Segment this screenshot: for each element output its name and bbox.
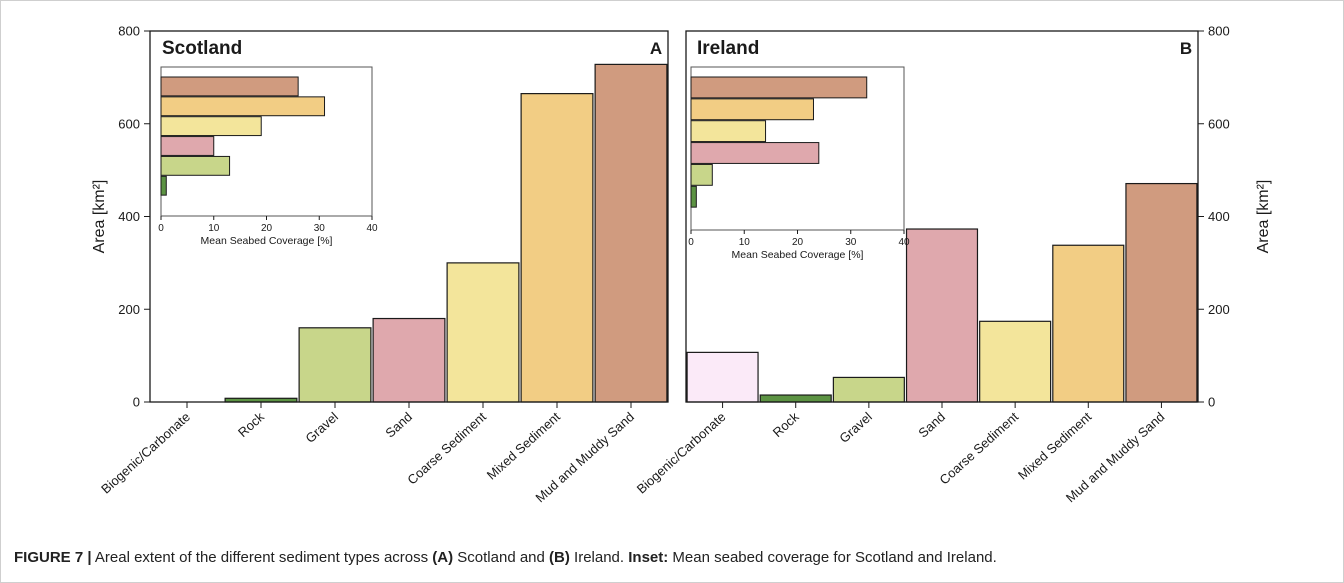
- panel-title: Scotland: [162, 38, 242, 59]
- x-tick-label-rock: Rock: [235, 409, 267, 440]
- inset-x-tick-label-30: 30: [845, 237, 857, 248]
- bar-mud-and-muddy-sand: [594, 63, 668, 403]
- x-tick-label-mixed-sediment: Mixed Sediment: [1015, 409, 1095, 483]
- caption-text-4: Mean seabed coverage for Scotland and Ir…: [668, 549, 997, 566]
- x-tick-label-rock: Rock: [770, 409, 802, 440]
- x-tick-label-mixed-sediment: Mixed Sediment: [484, 409, 564, 483]
- bar-biogenic-carbonate: [686, 351, 759, 403]
- caption-text-3: Ireland.: [569, 549, 629, 566]
- y-tick-label-200: 200: [118, 302, 140, 317]
- y-tick-label-800: 800: [118, 24, 140, 39]
- inset-bar-coarse-sediment: [160, 116, 262, 137]
- inset-bar-mud-and-muddy-sand: [160, 76, 299, 97]
- bar-sand: [905, 228, 979, 403]
- y-tick-label-200: 200: [1208, 302, 1230, 317]
- y-axis-label: Area [km²]: [91, 180, 108, 254]
- bar-rock: [759, 394, 832, 403]
- inset-x-tick-label-0: 0: [688, 237, 694, 248]
- inset-x-tick-label-20: 20: [792, 237, 804, 248]
- x-tick-label-biogenic-carbonate: Biogenic/Carbonate: [634, 409, 729, 497]
- inset-bar-rock: [160, 175, 167, 196]
- caption-panel-a: (A): [432, 549, 454, 566]
- inset-bar-mud-and-muddy-sand: [690, 76, 868, 99]
- inset-x-tick-label-10: 10: [208, 223, 220, 234]
- x-tick-label-coarse-sediment: Coarse Sediment: [936, 409, 1021, 488]
- caption-panel-b: (B): [549, 549, 570, 566]
- caption-label: FIGURE 7 |: [14, 549, 92, 566]
- inset-x-tick-label-40: 40: [898, 237, 910, 248]
- inset-x-tick-label-30: 30: [314, 223, 326, 234]
- inset-x-tick-label-20: 20: [261, 223, 273, 234]
- bar-coarse-sediment: [979, 320, 1052, 403]
- inset-bar-coarse-sediment: [690, 120, 767, 143]
- inset-bar-rock: [690, 185, 697, 208]
- caption-text-2: Scotland and: [453, 549, 550, 566]
- y-tick-label-600: 600: [118, 116, 140, 131]
- inset-bar-sand: [160, 136, 215, 156]
- bar-mud-and-muddy-sand: [1125, 182, 1198, 403]
- bar-coarse-sediment: [446, 262, 520, 403]
- x-tick-label-sand: Sand: [915, 409, 948, 440]
- y-tick-label-0: 0: [133, 395, 140, 410]
- bar-gravel: [298, 327, 372, 403]
- inset-x-tick-label-0: 0: [158, 223, 164, 234]
- bar-gravel: [832, 376, 905, 403]
- inset-bar-gravel: [690, 163, 713, 186]
- x-tick-label-gravel: Gravel: [836, 409, 875, 446]
- inset-bar-mixed-sediment: [690, 98, 814, 121]
- y-tick-label-400: 400: [118, 209, 140, 224]
- bar-sand: [372, 317, 446, 403]
- x-tick-label-sand: Sand: [382, 409, 415, 440]
- caption-text-1: Areal extent of the different sediment t…: [91, 549, 433, 566]
- inset-bar-gravel: [160, 155, 231, 176]
- inset-x-axis-label: Mean Seabed Coverage [%]: [732, 249, 864, 261]
- y-tick-label-0: 0: [1208, 395, 1215, 410]
- panel-letter: B: [1180, 39, 1192, 58]
- x-tick-label-coarse-sediment: Coarse Sediment: [404, 409, 489, 488]
- caption-inset-label: Inset:: [628, 549, 669, 566]
- panel-letter: A: [650, 39, 662, 58]
- y-axis-label: Area [km²]: [1255, 180, 1272, 254]
- y-tick-label-800: 800: [1208, 24, 1230, 39]
- inset-x-axis-label: Mean Seabed Coverage [%]: [201, 235, 333, 247]
- inset-bar-mixed-sediment: [160, 96, 326, 117]
- inset-x-tick-label-10: 10: [739, 237, 751, 248]
- x-tick-label-biogenic-carbonate: Biogenic/Carbonate: [98, 409, 193, 497]
- bar-mixed-sediment: [1052, 244, 1125, 403]
- y-tick-label-400: 400: [1208, 209, 1230, 224]
- panel-title: Ireland: [697, 38, 759, 59]
- inset-x-tick-label-40: 40: [366, 223, 378, 234]
- y-tick-label-600: 600: [1208, 116, 1230, 131]
- figure-caption: FIGURE 7 | Areal extent of the different…: [14, 549, 1330, 566]
- inset-bar-sand: [690, 142, 820, 164]
- x-tick-label-gravel: Gravel: [303, 409, 342, 446]
- bar-mixed-sediment: [520, 93, 594, 403]
